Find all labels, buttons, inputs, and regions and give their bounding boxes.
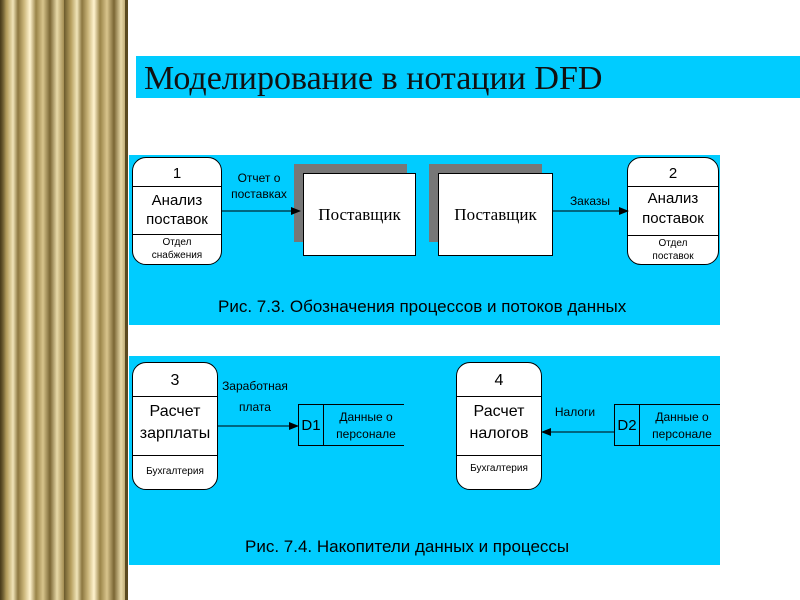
flow-label-report-line2: поставках — [231, 187, 287, 201]
process-3-salary: 3 Расчет зарплаты Бухгалтерия — [132, 362, 218, 490]
data-store-d1: D1 Данные о персонале — [298, 404, 404, 446]
process-number: 2 — [668, 165, 678, 182]
process-divider — [457, 396, 541, 397]
process-name-line1: Анализ — [151, 192, 203, 209]
store-name-line1: Данные о — [339, 410, 393, 424]
flow-label-salary-line2: плата — [239, 400, 271, 414]
data-store-d2: D2 Данные о персонале — [614, 404, 720, 446]
title-bar — [136, 56, 800, 98]
process-dept-line1: Отдел — [162, 237, 192, 248]
process-1-analysis: 1 Анализ поставок Отдел снабжения — [132, 157, 222, 265]
store-id: D2 — [614, 405, 640, 445]
flow-label-report-line1: Отчет о — [237, 171, 281, 185]
entity-label: Поставщик — [438, 173, 553, 256]
process-4-taxes: 4 Расчет налогов Бухгалтерия — [456, 362, 542, 490]
flow-label-orders: Заказы — [569, 194, 611, 208]
process-name-line2: налогов — [469, 425, 529, 442]
figure-7-3-panel — [129, 155, 720, 325]
process-dept: Бухгалтерия — [146, 466, 204, 477]
store-name-line2: персонале — [652, 427, 712, 441]
process-divider — [628, 235, 718, 236]
decorative-side-border — [0, 0, 128, 600]
process-divider — [133, 186, 221, 187]
store-name-line2: персонале — [336, 427, 396, 441]
process-number: 1 — [172, 165, 182, 182]
process-number: 4 — [494, 372, 504, 389]
flow-label-taxes: Налоги — [554, 405, 596, 419]
slide-title: Моделирование в нотации DFD — [144, 60, 603, 97]
process-name-line2: поставок — [146, 211, 208, 228]
flow-label-salary-line1: Заработная — [222, 379, 288, 393]
process-dept: Бухгалтерия — [470, 463, 528, 474]
process-2-analysis: 2 Анализ поставок Отдел поставок — [627, 157, 719, 265]
process-number: 3 — [170, 372, 180, 389]
process-dept-line2: поставок — [652, 251, 694, 262]
process-name-line1: Расчет — [473, 403, 525, 420]
process-name-line1: Расчет — [149, 403, 201, 420]
process-name-line2: зарплаты — [139, 425, 211, 442]
process-divider — [133, 234, 221, 235]
figure-7-4-caption: Рис. 7.4. Накопители данных и процессы — [245, 537, 570, 556]
figure-7-3-caption: Рис. 7.3. Обозначения процессов и потоко… — [218, 297, 627, 316]
process-dept-line1: Отдел — [658, 238, 688, 249]
process-name-line2: поставок — [642, 210, 704, 227]
store-name-line1: Данные о — [655, 410, 709, 424]
process-divider — [133, 455, 217, 456]
process-divider — [628, 186, 718, 187]
process-divider — [457, 455, 541, 456]
entity-label: Поставщик — [303, 173, 416, 256]
process-dept-line2: снабжения — [151, 250, 203, 261]
figure-7-4-panel — [129, 356, 720, 565]
process-divider — [133, 396, 217, 397]
process-name-line1: Анализ — [647, 190, 699, 207]
